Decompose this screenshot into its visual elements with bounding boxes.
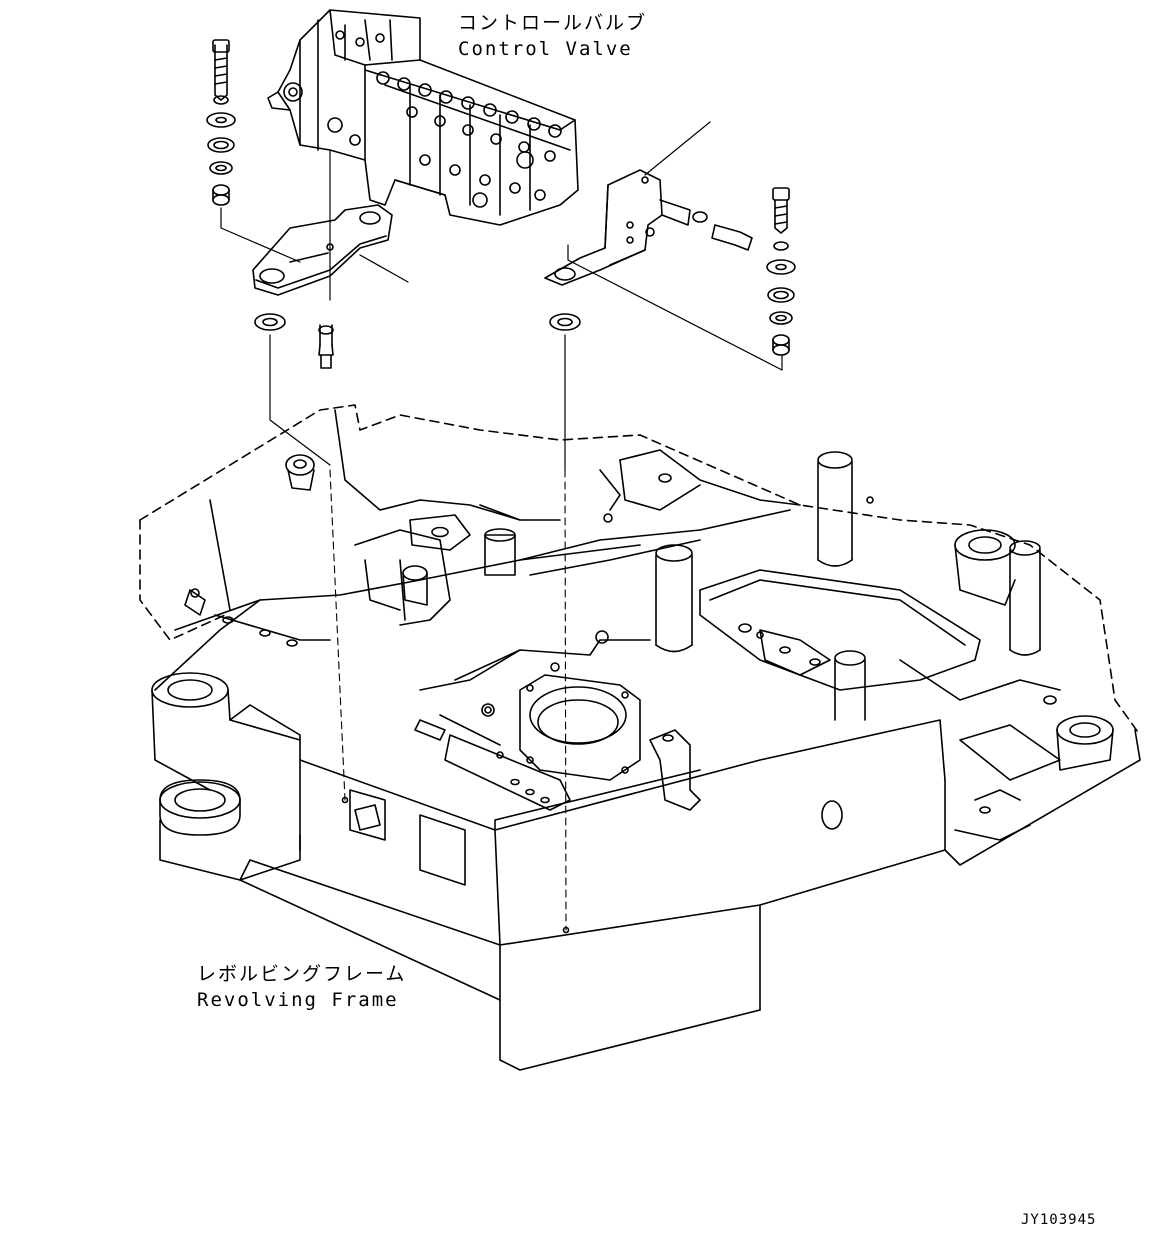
revolving-frame-drawing — [140, 405, 1140, 1070]
control-valve-label-en: Control Valve — [458, 38, 633, 60]
hidden-leader-lines — [330, 470, 566, 930]
left-mounting-bracket — [253, 205, 392, 295]
drawing-code: JY103945 — [1021, 1212, 1097, 1228]
right-fastener-stack — [767, 188, 795, 355]
revolving-frame-label-en: Revolving Frame — [197, 989, 399, 1011]
control-valve-drawing — [268, 10, 578, 225]
right-bushing — [550, 314, 580, 330]
assembly-leader-lines — [221, 122, 782, 470]
revolving-frame-label-jp: レボルビングフレーム — [197, 963, 407, 985]
right-mounting-bracket — [545, 170, 752, 285]
left-bushing-and-bolt — [255, 314, 333, 368]
revolving-frame-label: レボルビングフレーム Revolving Frame — [197, 961, 406, 1013]
control-valve-label-jp: コントロールバルブ — [458, 12, 648, 34]
left-fastener-stack — [207, 40, 235, 205]
control-valve-label: コントロールバルブ Control Valve — [458, 10, 647, 62]
